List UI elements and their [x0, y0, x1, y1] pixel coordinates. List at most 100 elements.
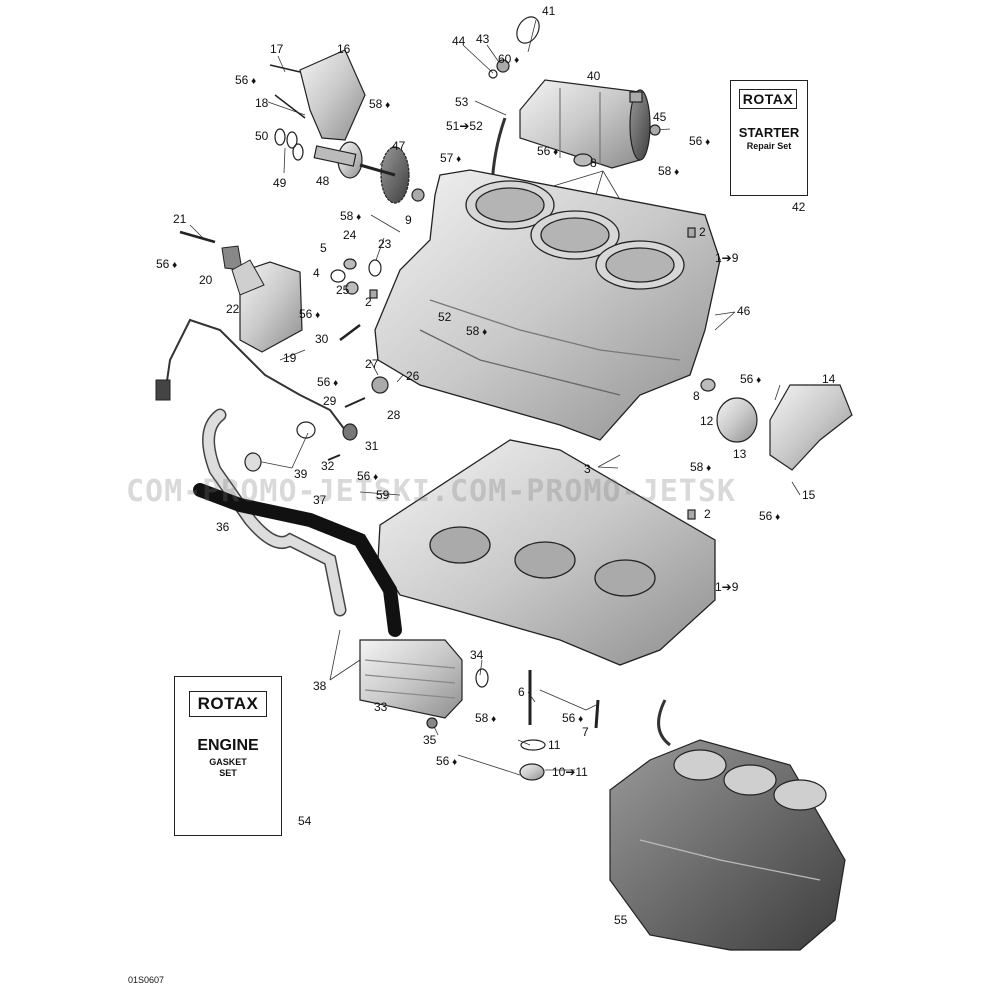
callout: 2 [699, 225, 706, 239]
callout: 43 [476, 32, 490, 46]
oil-drop-icon: ♦ [169, 260, 178, 271]
oil-drop-icon: ♦ [312, 310, 321, 321]
pto-cover [769, 384, 853, 471]
callout: 45 [653, 110, 667, 124]
callout: 58 ♦ [475, 711, 497, 725]
callout: 20 [199, 273, 213, 287]
callout: 58 ♦ [369, 97, 391, 111]
callout: 35 [423, 733, 437, 747]
lower-crankcase [377, 439, 716, 666]
engine-gasket-set-card: ROTAX ENGINE GASKET SET [174, 676, 282, 836]
callout: 15 [802, 488, 816, 502]
callout: 3 [584, 462, 591, 476]
callout: 34 [470, 648, 484, 662]
oil-drop-icon: ♦ [479, 327, 488, 338]
starter-repair-set-card: ROTAX STARTER Repair Set [730, 80, 808, 196]
card-subtitle: Repair Set [746, 141, 792, 151]
oil-drop-icon: ♦ [370, 472, 379, 483]
callout: 7 [582, 725, 589, 739]
oil-drop-icon: ♦ [772, 512, 781, 523]
oil-drop-icon: ♦ [353, 212, 362, 223]
rotax-logo: ROTAX [739, 89, 797, 109]
callout: 37 [313, 493, 327, 507]
callout: 56 ♦ [235, 73, 257, 87]
callout: 44 [452, 34, 466, 48]
callout: 8 [590, 156, 597, 170]
callout: 32 [321, 459, 335, 473]
hose-36 [193, 483, 402, 637]
callout: 6 [518, 685, 525, 699]
callout: 5 [320, 241, 327, 255]
connector [155, 379, 171, 401]
oil-drop-icon: ♦ [330, 378, 339, 389]
callout: 56 ♦ [317, 375, 339, 389]
diagram-code: 01S0607 [128, 975, 165, 985]
callout: 21 [173, 212, 187, 226]
callout: 25 [336, 283, 350, 297]
oil-filter [716, 397, 758, 443]
callout: 52 [438, 310, 452, 324]
oil-drop-icon: ♦ [382, 100, 391, 111]
callout: 10➔11 [552, 765, 588, 779]
callout: 1➔9 [715, 251, 739, 265]
callout: 58 ♦ [340, 209, 362, 223]
callout: 38 [313, 679, 327, 693]
starter-motor [519, 79, 651, 169]
callout: 56 ♦ [759, 509, 781, 523]
hose-39-inner [203, 410, 345, 615]
callout: 60 ♦ [498, 52, 520, 66]
callout: 56 ♦ [357, 469, 379, 483]
bolts [179, 64, 600, 729]
callout: 31 [365, 439, 379, 453]
watermark: COM-PROMO-JETSKI.COM-PROMO-JETSK [126, 474, 736, 509]
callout: 26 [406, 369, 420, 383]
callout: 22 [226, 302, 240, 316]
callout: 18 [255, 96, 269, 110]
callout: 8 [693, 389, 700, 403]
washers [274, 128, 304, 161]
callout: 23 [378, 237, 392, 251]
rotax-logo: ROTAX [189, 691, 267, 717]
callout: 30 [315, 332, 329, 346]
callout: 17 [270, 42, 284, 56]
callout: 13 [733, 447, 747, 461]
callout: 58 ♦ [690, 460, 712, 474]
callout: 2 [704, 507, 711, 521]
oil-drop-icon: ♦ [453, 154, 462, 165]
callout: 56 ♦ [436, 754, 458, 768]
callout: 4 [313, 266, 320, 280]
callout: 49 [273, 176, 287, 190]
card-title: ENGINE [197, 737, 259, 754]
starter-gear [313, 141, 410, 204]
oil-drop-icon: ♦ [248, 76, 257, 87]
callout: 16 [337, 42, 351, 56]
callout: 56 ♦ [562, 711, 584, 725]
callout: 33 [374, 700, 388, 714]
callout: 46 [737, 304, 751, 318]
callout: 2 [365, 295, 372, 309]
callout: 53 [455, 95, 469, 109]
callout: 56 ♦ [156, 257, 178, 271]
oil-drop-icon: ♦ [703, 463, 712, 474]
callout: 56 ♦ [689, 134, 711, 148]
upper-crankcase [374, 169, 721, 441]
sensor-wire [164, 318, 346, 431]
oil-drop-icon: ♦ [550, 147, 559, 158]
callout: 58 ♦ [466, 324, 488, 338]
callout: 55 [614, 913, 628, 927]
callout: 36 [216, 520, 230, 534]
starter-bracket [299, 49, 366, 141]
callout: 56 ♦ [299, 307, 321, 321]
complete-engine [609, 699, 846, 951]
callout: 41 [542, 4, 556, 18]
callout: 48 [316, 174, 330, 188]
callout: 27 [365, 357, 379, 371]
oil-drop-icon: ♦ [671, 167, 680, 178]
callout: 40 [587, 69, 601, 83]
callout: 9 [405, 213, 412, 227]
callout: 51➔52 [446, 119, 483, 133]
oil-drop-icon: ♦ [575, 714, 584, 725]
callout: 59 [376, 488, 390, 502]
